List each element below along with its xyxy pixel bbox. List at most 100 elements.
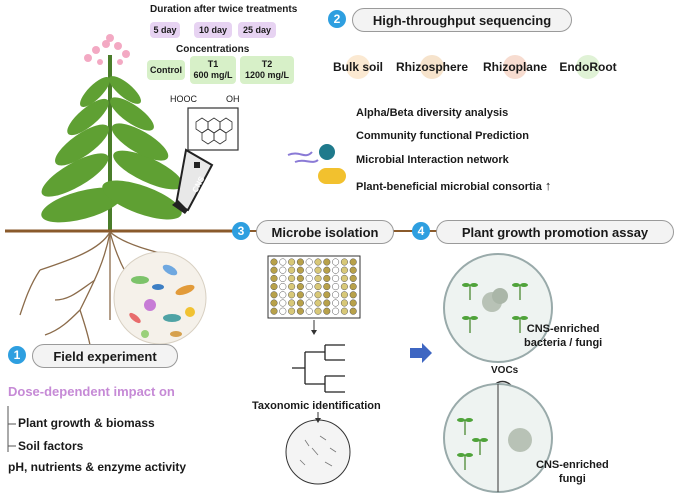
well xyxy=(314,274,322,282)
well xyxy=(323,266,331,274)
well xyxy=(305,291,313,299)
well xyxy=(288,299,296,307)
well xyxy=(332,283,340,291)
duration-10-day: 10 day xyxy=(194,22,232,38)
plate-1-label: CNS-enriched bacteria / fungi xyxy=(524,322,602,350)
section-1-title: Field experiment xyxy=(32,344,178,368)
plate-1-label-line2: bacteria / fungi xyxy=(524,337,603,349)
well xyxy=(332,266,340,274)
well xyxy=(340,266,348,274)
well xyxy=(323,274,331,282)
assay-plate-1-icon xyxy=(443,253,553,363)
duration-25-day: 25 day xyxy=(238,22,276,38)
compartment-bulk-soil: Bulk soil xyxy=(332,60,383,74)
well xyxy=(270,283,278,291)
analysis-network: Microbial Interaction network xyxy=(356,154,509,166)
well xyxy=(305,299,313,307)
vocs-label: VOCs xyxy=(491,365,519,376)
well xyxy=(323,291,331,299)
well xyxy=(288,266,296,274)
well xyxy=(340,258,348,266)
well xyxy=(288,283,296,291)
taxonomic-identification-label: Taxonomic identification xyxy=(252,400,381,412)
well xyxy=(279,266,287,274)
well xyxy=(314,266,322,274)
plate-1-label-line1: CNS-enriched xyxy=(526,323,600,335)
well xyxy=(270,266,278,274)
well xyxy=(332,258,340,266)
well xyxy=(349,307,357,315)
well xyxy=(340,299,348,307)
well xyxy=(332,291,340,299)
duration-5-day: 5 day xyxy=(150,22,180,38)
increase-arrow-icon: ↑ xyxy=(544,178,552,193)
well xyxy=(323,283,331,291)
well xyxy=(323,299,331,307)
well xyxy=(279,274,287,282)
compartment-rhizoplane: Rhizoplane xyxy=(482,60,547,74)
concentrations-title: Concentrations xyxy=(176,44,250,55)
bacteria-icons xyxy=(287,144,346,184)
beaker-icon xyxy=(172,148,214,214)
well xyxy=(349,283,357,291)
well xyxy=(296,283,304,291)
section-3-title: Microbe isolation xyxy=(256,220,394,244)
t1-dose: 600 mg/L xyxy=(193,70,233,80)
step-3-badge: 3 xyxy=(232,222,250,240)
well xyxy=(349,258,357,266)
rhizoplane-blob xyxy=(503,55,527,79)
assay-plate-2-icon xyxy=(443,383,553,493)
well xyxy=(340,274,348,282)
well xyxy=(314,283,322,291)
duration-title: Duration after twice treatments xyxy=(150,4,298,15)
well xyxy=(288,291,296,299)
analysis-diversity: Alpha/Beta diversity analysis xyxy=(356,107,509,119)
well xyxy=(296,291,304,299)
well xyxy=(296,266,304,274)
well xyxy=(305,258,313,266)
endoroot-blob xyxy=(576,55,600,79)
well xyxy=(296,274,304,282)
t1-chip: T1 600 mg/L xyxy=(190,56,236,84)
analysis-consortia: Plant-beneficial microbial consortia ↑ xyxy=(356,178,551,193)
t2-chip: T2 1200 mg/L xyxy=(240,56,294,84)
t2-dose: 1200 mg/L xyxy=(244,70,290,80)
plate-2-label: CNS-enriched fungi xyxy=(536,458,609,486)
analysis-consortia-label: Plant-beneficial microbial consortia xyxy=(356,181,542,193)
well xyxy=(296,258,304,266)
molecule-right-label: OH xyxy=(226,94,240,104)
control-chip: Control xyxy=(147,60,185,80)
well xyxy=(332,274,340,282)
plate-2-label-line2: fungi xyxy=(558,473,586,485)
well xyxy=(288,274,296,282)
well xyxy=(332,299,340,307)
microbe-community-icon xyxy=(113,251,207,345)
phylogenetic-tree-icon xyxy=(292,344,345,393)
well xyxy=(270,307,278,315)
well xyxy=(270,274,278,282)
graphene-molecule-icon xyxy=(187,107,239,151)
well xyxy=(305,283,313,291)
well xyxy=(270,258,278,266)
well xyxy=(296,307,304,315)
rhizosphere-blob xyxy=(420,55,444,79)
well xyxy=(323,307,331,315)
well-plate-icon xyxy=(267,255,361,319)
flow-arrow-icon xyxy=(410,343,432,363)
t1-name: T1 xyxy=(207,59,219,69)
well xyxy=(288,258,296,266)
molecule-left-label: HOOC xyxy=(170,94,197,104)
well xyxy=(305,307,313,315)
impact-heading: Dose-dependent impact on xyxy=(8,384,175,399)
well xyxy=(270,291,278,299)
impact-item-ph-nutrients: pH, nutrients & enzyme activity xyxy=(8,460,187,474)
well xyxy=(332,307,340,315)
bulk-soil-blob xyxy=(346,55,370,79)
petri-dish-icon xyxy=(285,419,351,485)
compartment-rhizosphere: Rhizosphere xyxy=(395,60,468,74)
tobacco-plant-icon xyxy=(41,34,183,230)
section-2-title: High-throughput sequencing xyxy=(352,8,572,32)
step-4-badge: 4 xyxy=(412,222,430,240)
well xyxy=(314,307,322,315)
